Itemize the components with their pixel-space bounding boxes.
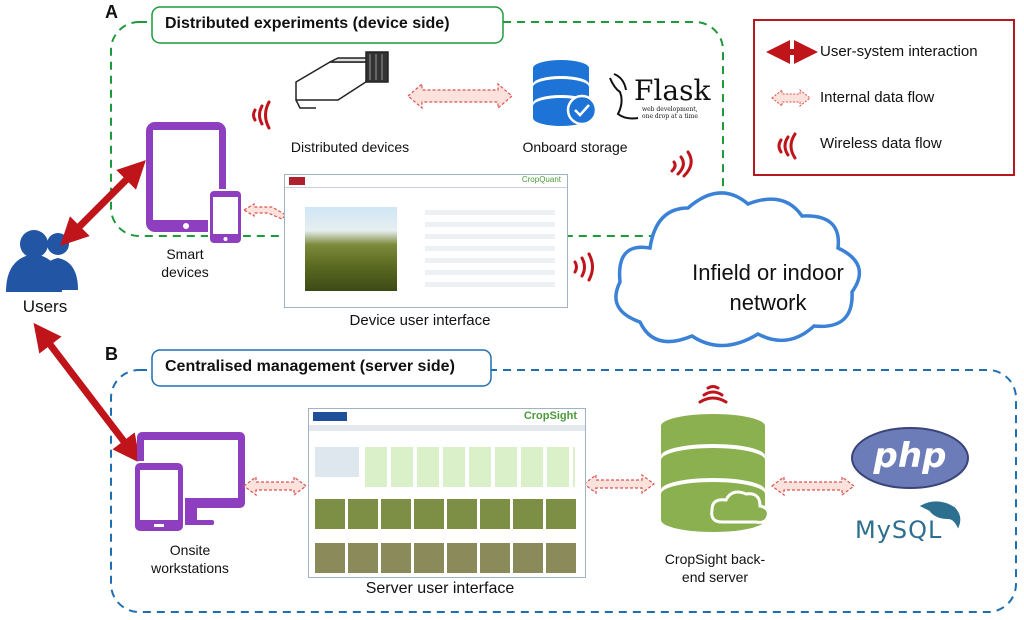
storage-wireless-icon — [670, 150, 693, 178]
workstation-server-ui-flow-arrow — [243, 475, 307, 497]
onboard-storage-label: Onboard storage — [522, 139, 628, 155]
server-ui-thumbnails-row1 — [315, 499, 579, 529]
device-ui-logo — [289, 177, 305, 185]
device-ui-crop-photo — [305, 207, 397, 291]
mysql-logo-text: MySQL — [855, 516, 943, 544]
device-storage-flow-arrow — [407, 82, 513, 110]
flask-logo-icon — [609, 73, 639, 120]
section-b-box — [110, 369, 1017, 613]
legend-dashed-arrow-icon — [771, 88, 811, 108]
server-ui-thumbnails-row2 — [315, 543, 579, 573]
flask-tagline-line1: web development, — [642, 106, 698, 113]
section-a-title: Distributed experiments (device side) — [165, 15, 450, 32]
server-wireless-icon — [698, 385, 728, 404]
onsite-label-line1: Onsite — [169, 542, 211, 558]
section-a-letter: A — [105, 2, 118, 22]
onboard-storage-icon — [533, 60, 598, 126]
backend-label-line1: CropSight back- — [664, 551, 766, 567]
flask-tagline: web development, one drop at a time — [642, 106, 698, 120]
flask-tagline-line2: one drop at a time — [642, 113, 698, 120]
device-ui-brand: CropQuant — [521, 175, 561, 184]
device-ui-header: CropQuant — [285, 175, 567, 188]
section-b-title-border — [151, 349, 492, 387]
users-to-tablet-arrow — [60, 160, 146, 246]
server-ui-logo — [313, 412, 347, 421]
cloud-label-line1: Infield or indoor — [692, 260, 844, 285]
php-logo-icon — [851, 427, 969, 489]
server-ui-label: Server user interface — [365, 580, 515, 597]
tablet-icon — [146, 122, 226, 232]
ui-wireless-icon — [573, 252, 594, 282]
server-ui-screenshot: CropSight — [308, 408, 586, 578]
smart-devices-label-line1: Smart — [166, 246, 204, 262]
network-cloud — [614, 191, 862, 348]
users-icon — [6, 230, 78, 292]
backend-label-line2: end server — [681, 569, 749, 585]
device-wireless-icon — [252, 100, 271, 130]
php-logo-text: php — [873, 436, 947, 476]
workstation-tablet-icon — [133, 461, 185, 533]
section-b-title: Centralised management (server side) — [165, 358, 455, 375]
distributed-device-icon — [295, 51, 389, 109]
smart-to-device-ui-flow-arrow — [242, 202, 287, 220]
legend-wireless-label: Wireless data flow — [820, 135, 942, 152]
server-cloud-icon — [710, 490, 770, 524]
backend-php-flow-arrow — [771, 475, 855, 497]
device-ui-form — [425, 203, 555, 293]
legend-wireless-icon — [777, 132, 797, 160]
mysql-dolphin-icon — [919, 501, 961, 529]
server-ui-tabs — [309, 425, 585, 431]
users-to-workstation-arrow — [33, 322, 141, 464]
server-ui-brand: CropSight — [523, 410, 577, 422]
cloud-label-line2: network — [729, 290, 807, 315]
legend-user-system-label: User-system interaction — [820, 43, 978, 60]
users-label: Users — [22, 297, 68, 316]
device-ui-label: Device user interface — [349, 312, 491, 329]
flask-logo-text: Flask — [634, 74, 711, 107]
server-ui-status-grid — [365, 447, 575, 487]
server-ui-map — [315, 447, 359, 477]
section-b-letter: B — [105, 344, 118, 364]
server-ui-backend-flow-arrow — [583, 473, 655, 495]
phone-icon — [208, 189, 243, 245]
smart-devices-label-line2: devices — [161, 264, 209, 280]
distributed-devices-label: Distributed devices — [290, 139, 410, 155]
onsite-label-line2: workstations — [151, 560, 229, 576]
server-ui-header: CropSight — [309, 409, 585, 423]
device-ui-screenshot: CropQuant — [284, 174, 568, 308]
section-a-title-border — [151, 6, 504, 44]
legend-internal-label: Internal data flow — [820, 89, 935, 106]
